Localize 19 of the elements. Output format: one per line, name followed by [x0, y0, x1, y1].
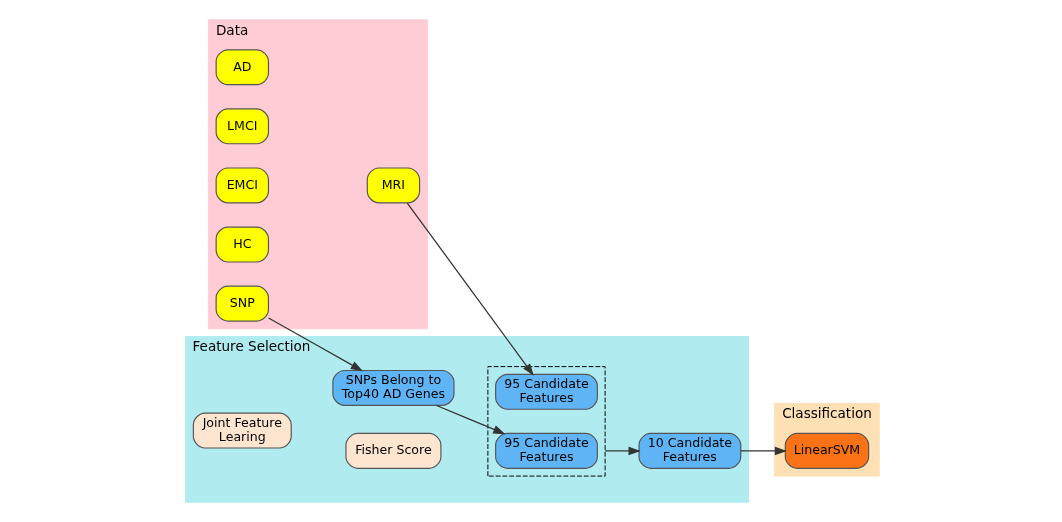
- node-box: AD: [215, 49, 270, 86]
- node-box: 95 Candidate Features: [495, 373, 598, 410]
- node-box: LMCI: [215, 108, 270, 145]
- node-box: Fisher Score: [345, 432, 442, 469]
- cluster: [487, 366, 606, 477]
- node-box: Joint Feature Learing: [192, 412, 292, 449]
- node-box: MRI: [366, 167, 421, 204]
- node-box: HC: [215, 226, 270, 263]
- node-box: SNPs Belong to Top40 AD Genes: [332, 369, 455, 406]
- arrow: [267, 317, 363, 372]
- node-box: LinearSVM: [784, 432, 870, 469]
- arrow: [435, 404, 506, 435]
- arrow: [740, 446, 787, 456]
- node-box: EMCI: [215, 167, 270, 204]
- node-box: 10 Candidate Features: [638, 432, 742, 469]
- arrow: [604, 446, 641, 456]
- node-box: SNP: [215, 285, 270, 322]
- node-box: 95 Candidate Features: [495, 432, 598, 469]
- arrow: [406, 202, 534, 376]
